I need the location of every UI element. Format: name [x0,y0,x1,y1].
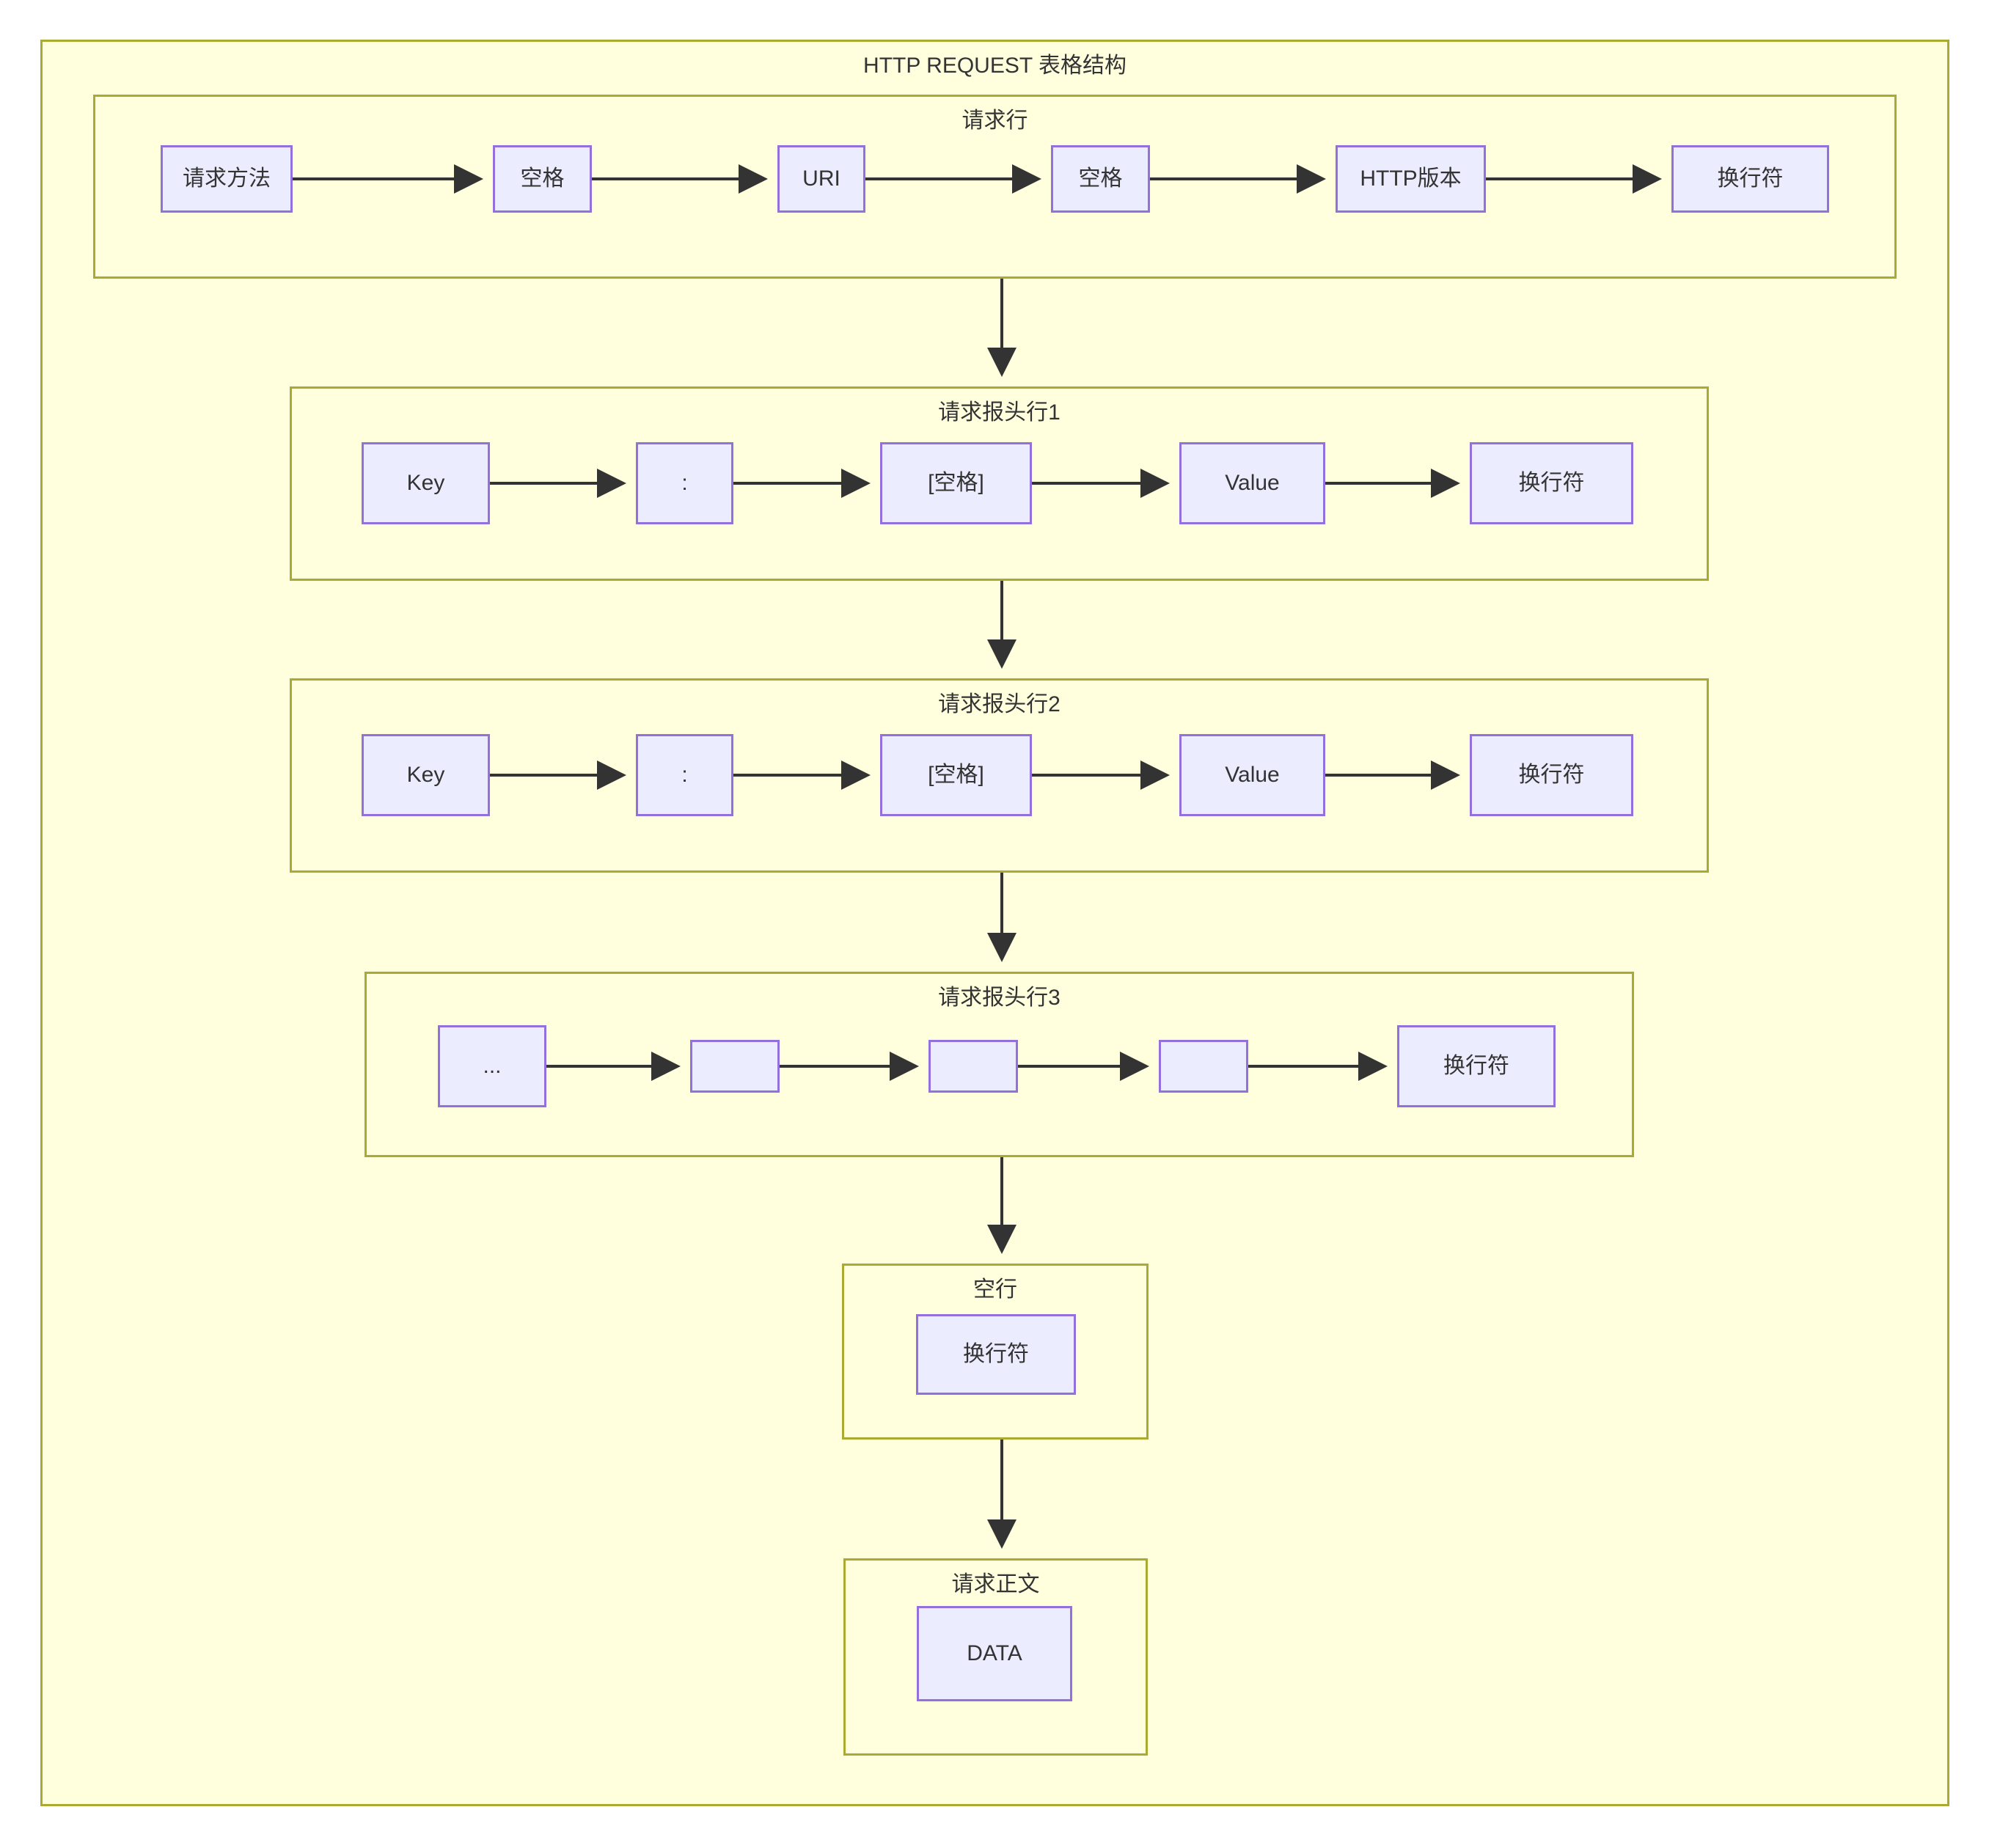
cluster-request-line: 请求行 [93,95,1897,279]
node-space-2[interactable]: 空格 [1051,145,1150,213]
node-label: 换行符 [1518,471,1585,495]
node-label: Value [1225,763,1280,787]
node-label: DATA [967,1641,1022,1665]
cluster-title-request-body: 请求正文 [951,1572,1040,1596]
node-request-method[interactable]: 请求方法 [161,145,293,213]
node-label: 空格 [520,166,565,191]
node-label: Value [1225,471,1280,495]
node-h1-crlf[interactable]: 换行符 [1470,442,1633,524]
node-http-version[interactable]: HTTP版本 [1336,145,1486,213]
node-h3-crlf[interactable]: 换行符 [1397,1025,1556,1107]
node-h2-key[interactable]: Key [362,734,490,816]
cluster-title-header-line-2: 请求报头行2 [938,692,1061,716]
cluster-title-http-request: HTTP REQUEST 表格结构 [863,54,1127,78]
node-h3-ellipsis[interactable]: ... [438,1025,546,1107]
node-label: Key [406,763,445,787]
cluster-http-request: HTTP REQUEST 表格结构 [40,40,1949,1806]
node-h1-value[interactable]: Value [1179,442,1325,524]
node-label: [空格] [928,471,984,495]
node-label: 换行符 [963,1342,1029,1366]
node-h1-colon[interactable]: : [636,442,733,524]
node-label: 空格 [1078,166,1123,191]
node-h1-space[interactable]: [空格] [880,442,1032,524]
node-space-1[interactable]: 空格 [493,145,592,213]
node-label: URI [802,166,840,191]
node-label: Key [406,471,445,495]
node-data[interactable]: DATA [917,1606,1072,1701]
node-label: : [681,471,688,495]
node-crlf-request-line[interactable]: 换行符 [1671,145,1829,213]
node-h2-crlf[interactable]: 换行符 [1470,734,1633,816]
node-label: ... [483,1054,502,1078]
node-label: 换行符 [1518,763,1585,787]
node-h3-box-1[interactable] [690,1040,780,1093]
node-label: 换行符 [1717,166,1784,191]
node-label: HTTP版本 [1360,166,1462,191]
node-label: 请求方法 [183,166,271,191]
node-label: : [681,763,688,787]
cluster-title-header-line-3: 请求报头行3 [938,986,1061,1010]
node-h2-space[interactable]: [空格] [880,734,1032,816]
cluster-title-blank-line: 空行 [973,1277,1017,1302]
cluster-title-request-line: 请求行 [961,109,1028,133]
node-h2-value[interactable]: Value [1179,734,1325,816]
node-blank-crlf[interactable]: 换行符 [916,1314,1076,1395]
node-uri[interactable]: URI [777,145,865,213]
node-h3-box-3[interactable] [1159,1040,1248,1093]
cluster-title-header-line-1: 请求报头行1 [938,400,1061,425]
node-label: [空格] [928,763,984,787]
node-h1-key[interactable]: Key [362,442,490,524]
node-label: 换行符 [1443,1054,1509,1078]
node-h2-colon[interactable]: : [636,734,733,816]
node-h3-box-2[interactable] [928,1040,1018,1093]
